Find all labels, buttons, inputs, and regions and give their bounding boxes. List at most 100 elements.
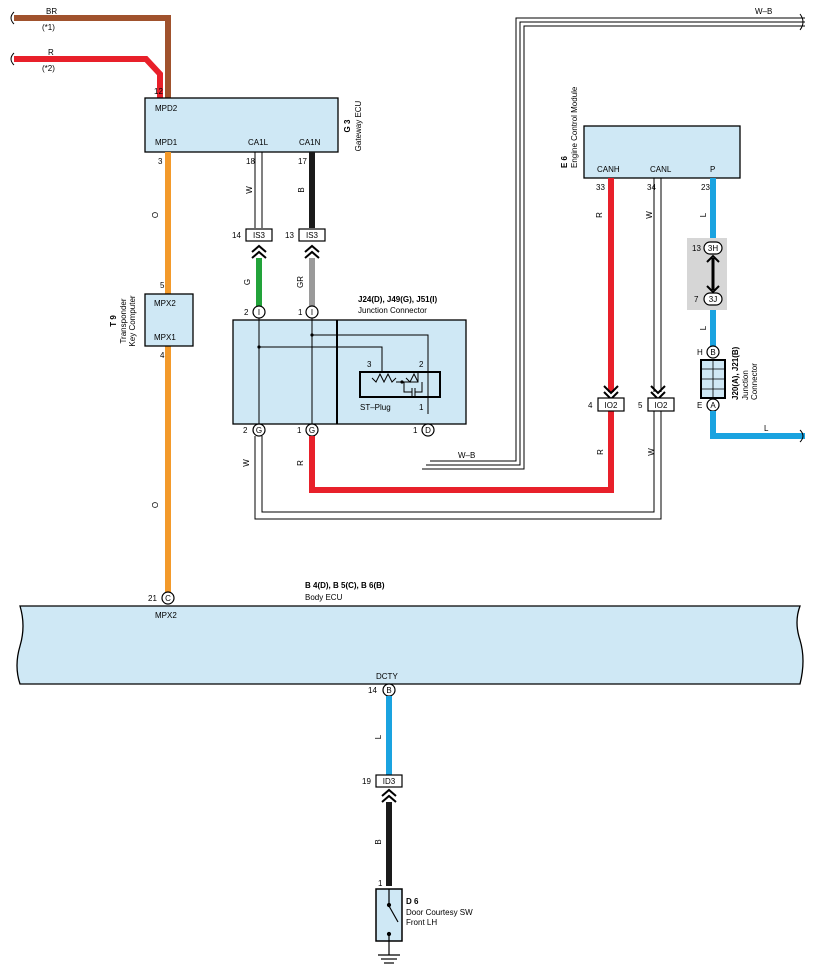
io2-right-chevron-icon — [650, 385, 666, 401]
door-sw-pin: 1 — [378, 879, 383, 888]
wire-color-w-ecm: W — [645, 211, 654, 219]
stplug-pin-1: 1 — [419, 403, 424, 412]
io2-right-pin: 5 — [638, 401, 643, 410]
io2-right-label: IO2 — [655, 401, 668, 410]
body-ecu-pin-top — [161, 591, 175, 605]
gateway-pin-ca1n: CA1N — [299, 138, 321, 147]
br-wire — [10, 11, 171, 98]
id3-label: ID3 — [383, 777, 396, 786]
junction-bottom-letter-b: G — [309, 426, 315, 435]
wb-top-label: W–B — [755, 7, 772, 16]
junction-bottom-pin-a — [252, 423, 266, 437]
id3-pin: 19 — [362, 777, 371, 786]
body-ecu-pin-top-num: 21 — [148, 594, 157, 603]
wire-color-l-ecm: L — [699, 212, 708, 217]
ecm-pin-33: 33 — [596, 183, 605, 192]
body-ecu-box — [16, 605, 804, 685]
door-switch-icon — [386, 889, 399, 941]
r-wire-to-canh — [309, 411, 614, 493]
j20-name1: Junction — [741, 370, 750, 400]
ecm-pin-34: 34 — [647, 183, 656, 192]
transponder-name1: Transponder — [119, 298, 128, 343]
junction-top-letter-a: I — [258, 308, 260, 317]
body-ecu-pin-top-letter: C — [165, 594, 171, 603]
junction-dot-1 — [257, 345, 261, 349]
transponder-pin-mpx2: MPX2 — [154, 299, 176, 308]
body-ecu-mpx2: MPX2 — [155, 611, 177, 620]
junction-bottom-pin-c — [421, 423, 435, 437]
j20-title: J20(A), J21(B) — [731, 346, 740, 400]
is3-right-label: IS3 — [306, 231, 319, 240]
wire-color-g1: G — [243, 279, 252, 285]
j20-bottom-letter: E — [697, 401, 702, 410]
wire-color-l-3j: L — [699, 325, 708, 330]
br-note: (*1) — [42, 23, 55, 32]
wire-color-b1: B — [297, 187, 306, 192]
junction-bottom-pin-a-num: 2 — [243, 426, 248, 435]
wire-color-r-io: R — [596, 449, 605, 455]
wire-color-w2: W — [242, 459, 251, 467]
is3-left-pin: 14 — [232, 231, 241, 240]
is3-right-chevron-icon — [304, 244, 320, 259]
r-note: (*2) — [42, 64, 55, 73]
wire-color-w1: W — [245, 186, 254, 194]
junction-3h-pin: 13 — [692, 244, 701, 253]
ecm-pin-p: P — [710, 165, 715, 174]
transponder-pin-mpx1: MPX1 — [154, 333, 176, 342]
junction-bottom-pin-c-num: 1 — [413, 426, 418, 435]
body-ecu-title: B 4(D), B 5(C), B 6(B) — [305, 581, 385, 590]
wire-color-o2: O — [151, 502, 160, 508]
is3-left-chevron-icon — [251, 244, 267, 259]
junction-top-letter-b: I — [311, 308, 313, 317]
r-color-label: R — [48, 48, 54, 57]
junction-3j-connector — [703, 292, 723, 306]
j20-grid — [701, 360, 725, 398]
transponder-pin-4: 4 — [160, 351, 165, 360]
ecm-box — [583, 125, 741, 179]
junction-title: J24(D), J49(G), J51(I) — [358, 295, 437, 304]
transponder-code: T 9 — [109, 315, 118, 327]
gateway-pin-ca1l: CA1L — [248, 138, 269, 147]
wire-color-r-ecm: R — [595, 212, 604, 218]
stplug-label: ST–Plug — [360, 403, 391, 412]
wire-color-o1: O — [151, 212, 160, 218]
junction-3h3j-arrows-icon — [706, 254, 720, 294]
io2-left-pin: 4 — [588, 401, 593, 410]
wb-bottom-label: W–B — [458, 451, 475, 460]
j20-top-letter: H — [697, 348, 703, 357]
j20-top-socket-letter: B — [710, 348, 715, 357]
wire-color-l-right: L — [764, 424, 769, 433]
gateway-ecu-box — [144, 97, 339, 153]
door-sw-code: D 6 — [406, 897, 419, 906]
junction-bottom-letter-c: D — [425, 426, 431, 435]
body-ecu-dcty: DCTY — [376, 672, 398, 681]
gateway-pin-mpd2: MPD2 — [155, 104, 178, 113]
ecm-pin-23: 23 — [701, 183, 710, 192]
transponder-pin-5: 5 — [160, 281, 165, 290]
junction-3j-label: 3J — [709, 295, 717, 304]
is3-right-connector — [298, 228, 326, 242]
l-wire-right-break — [799, 429, 804, 443]
gateway-code: G 3 — [343, 119, 352, 132]
junction-top-pin-a-num: 2 — [244, 308, 249, 317]
wire-color-l-body: L — [374, 734, 383, 739]
r-wire — [10, 52, 163, 98]
w-wire-ecm — [653, 178, 662, 392]
io2-left-connector — [597, 397, 625, 412]
w-wire-ca1l — [254, 152, 263, 228]
ecm-pin-canh: CANH — [597, 165, 620, 174]
is3-left-label: IS3 — [253, 231, 266, 240]
body-ecu-name: Body ECU — [305, 593, 343, 602]
ground-icon — [378, 941, 400, 964]
wire-color-b-body: B — [374, 839, 383, 844]
transponder-name2: Key Computer — [128, 295, 137, 346]
j20-top-socket — [706, 345, 720, 359]
ecm-code: E 6 — [560, 155, 569, 168]
gateway-pin-12: 12 — [154, 87, 163, 96]
io2-right-connector — [647, 397, 675, 412]
gateway-pin-mpd1: MPD1 — [155, 138, 178, 147]
wb-top-wire — [422, 13, 805, 470]
junction-name: Junction Connector — [358, 306, 427, 315]
is3-right-pin: 13 — [285, 231, 294, 240]
